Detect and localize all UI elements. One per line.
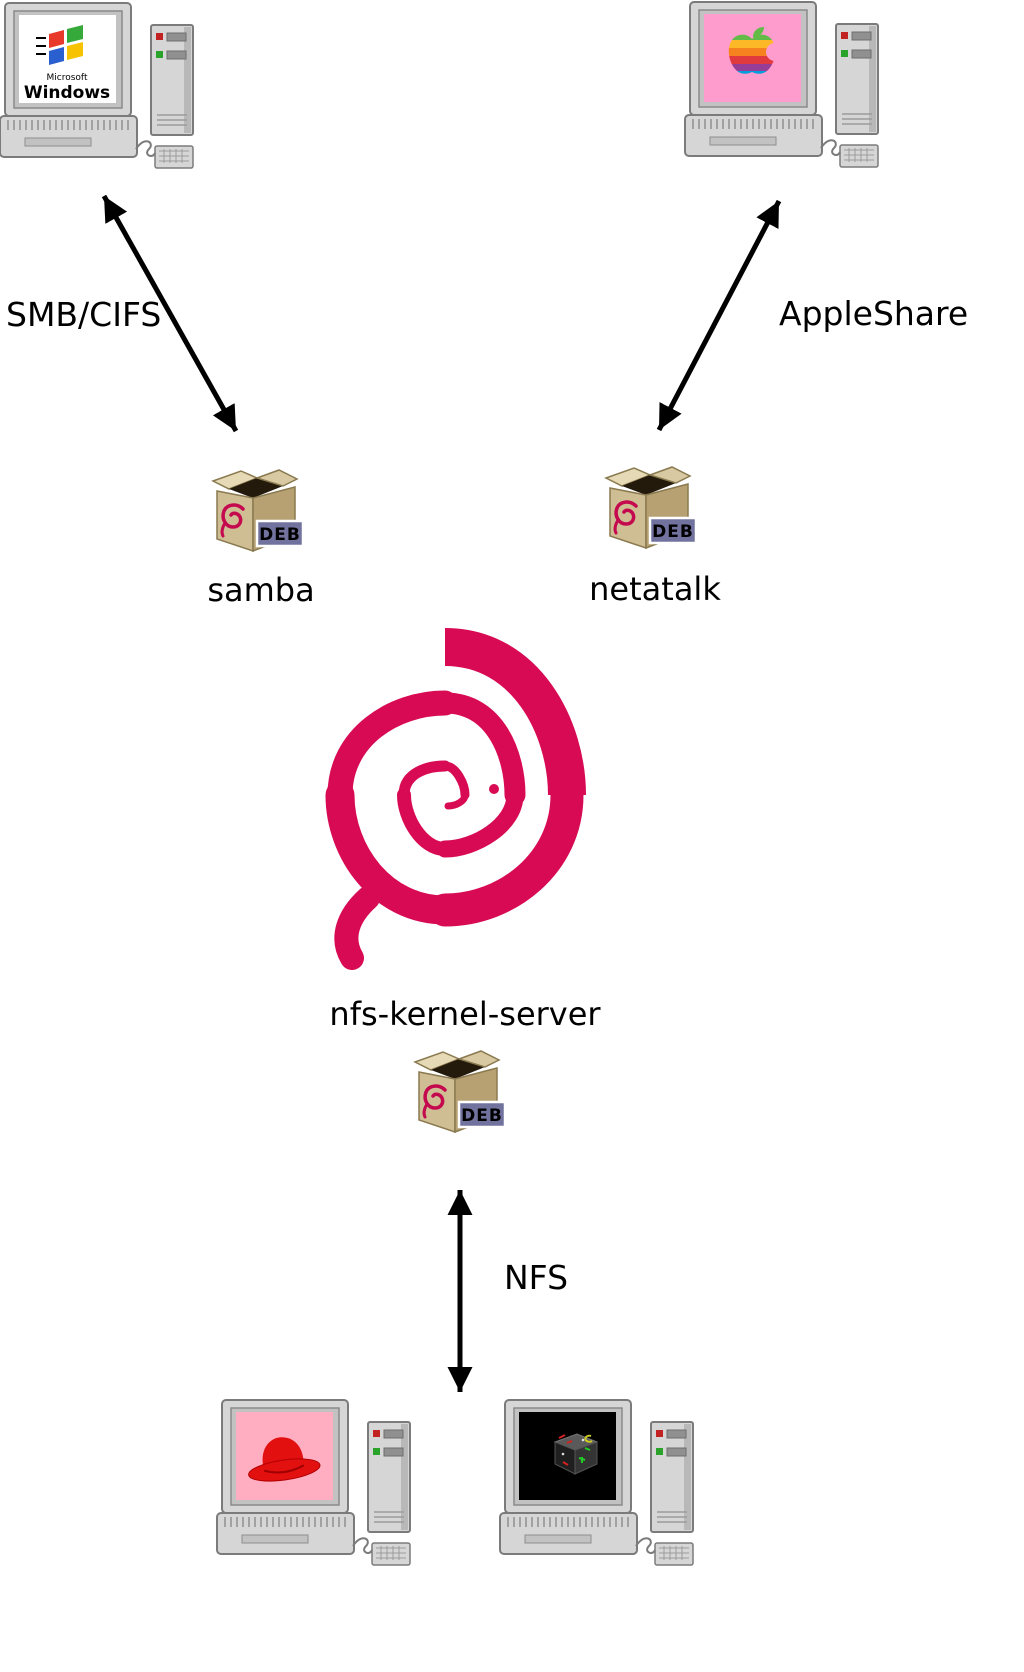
debian-swirl-icon [325,628,586,970]
nfs-kernel-server-label: nfs-kernel-server [329,995,601,1033]
nfs-deb-icon [413,1049,507,1134]
windows-pc-icon: Microsoft Windows [0,2,194,169]
appleshare-label: AppleShare [779,294,968,333]
windows-label: Windows [24,83,110,103]
netatalk-label: netatalk [589,570,721,608]
apple-bite [766,43,784,61]
samba-label: samba [207,571,314,609]
microsoft-label: Microsoft [47,73,88,83]
red-fedora-icon [248,1437,321,1482]
windows-flag-icon [36,25,83,65]
appleshare-double-arrow-icon [656,199,782,432]
unix-pc-icon [499,1399,694,1566]
unix-screen-logo-icon [553,1433,599,1475]
samba-deb-icon [211,468,305,553]
mac-pc-icon [684,1,879,168]
nfs-label: NFS [504,1258,568,1297]
redhat-pc-icon [216,1399,411,1566]
netatalk-deb-icon [604,465,698,550]
smb-double-arrow-icon [101,194,239,433]
smb-cifs-label: SMB/CIFS [6,295,161,334]
